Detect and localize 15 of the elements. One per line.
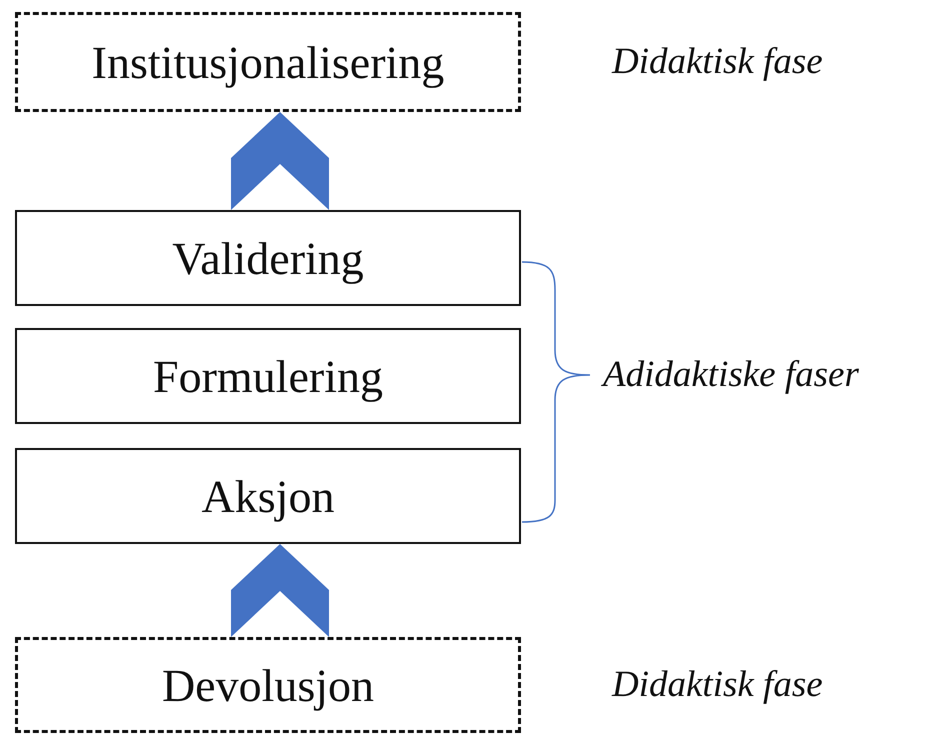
phase-box	[15, 210, 521, 306]
phase-box-dashed	[15, 12, 521, 112]
phase-name: Aksjon	[202, 470, 334, 522]
phase-box	[15, 328, 521, 424]
phase-name: Institusjonalisering	[92, 36, 444, 88]
chevron-arrow	[231, 544, 329, 637]
phase-type-label: Didaktisk fase	[612, 663, 823, 706]
group-label: Adidaktiske faser	[603, 353, 859, 396]
phase-box	[15, 448, 521, 544]
phase-name: Validering	[172, 232, 364, 284]
chevron-arrow	[231, 112, 329, 210]
phase-box-dashed	[15, 637, 521, 733]
phase-type-label: Didaktisk fase	[612, 40, 823, 83]
phase-name: Formulering	[153, 350, 383, 402]
phase-name: Devolusjon	[162, 658, 374, 712]
